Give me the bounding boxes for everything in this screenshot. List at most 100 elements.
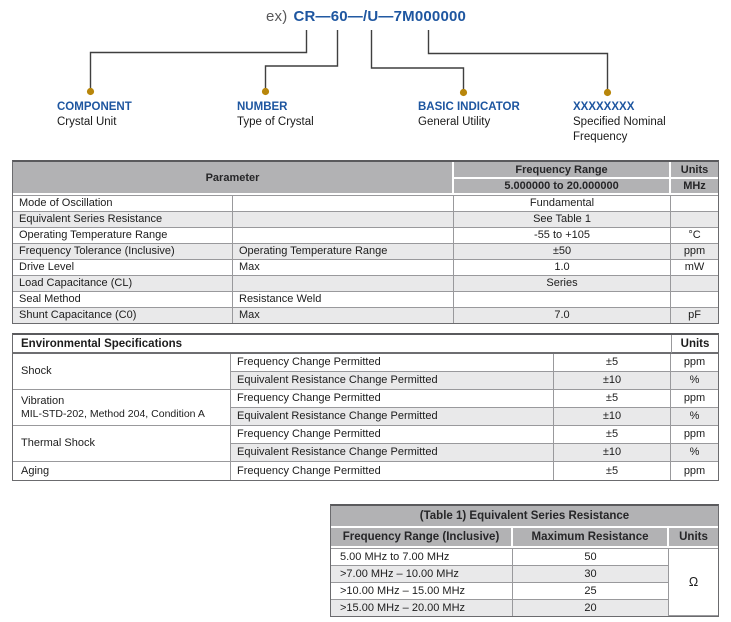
group-subname: MIL-STD-202, Method 204, Condition A: [21, 407, 205, 420]
unit-cell: %: [671, 444, 719, 462]
part-number-line: ex)CR—60—/U—7M000000: [266, 8, 466, 25]
test-cell: Frequency Change Permitted: [231, 390, 554, 408]
value-cell: ±10: [554, 408, 672, 426]
range-cell: 5.00 MHz to 7.00 MHz: [331, 548, 513, 566]
unit-cell: Ω: [669, 548, 718, 616]
condition-cell: [233, 276, 455, 292]
label-component: COMPONENT Crystal Unit: [57, 101, 182, 130]
table-row: Drive Level Max 1.0 mW: [13, 260, 719, 276]
group-shock: Shock: [13, 354, 231, 390]
condition-cell: Operating Temperature Range: [233, 244, 455, 260]
resistance-header: Maximum Resistance: [513, 528, 669, 548]
units-value: MHz: [671, 179, 719, 195]
unit-cell: [671, 292, 719, 308]
table-subheader-row: 5.000000 to 20.000000 MHz: [13, 179, 719, 195]
value-cell: ±5: [554, 390, 672, 408]
param-cell: Load Capacitance (CL): [13, 276, 233, 292]
value-cell: 7.0: [454, 308, 672, 323]
label-title: COMPONENT: [57, 101, 132, 113]
table-row: Load Capacitance (CL) Series: [13, 276, 719, 292]
unit-cell: pF: [671, 308, 719, 323]
label-subtitle: Crystal Unit: [57, 116, 117, 128]
param-cell: Shunt Capacitance (C0): [13, 308, 233, 323]
group-aging: Aging: [13, 462, 231, 480]
table-row: Equivalent Resistance Change Permitted ±…: [13, 408, 719, 426]
esr-title: (Table 1) Equivalent Series Resistance: [331, 506, 718, 528]
test-cell: Equivalent Resistance Change Permitted: [231, 372, 554, 390]
unit-cell: °C: [671, 228, 719, 244]
value-cell: ±50: [454, 244, 672, 260]
unit-cell: %: [671, 408, 719, 426]
unit-cell: [671, 195, 719, 212]
condition-cell: [233, 228, 455, 244]
param-cell: Frequency Tolerance (Inclusive): [13, 244, 233, 260]
range-cell: >7.00 MHz – 10.00 MHz: [331, 566, 513, 583]
connector-lines: [86, 30, 612, 97]
range-cell: >15.00 MHz – 20.00 MHz: [331, 600, 513, 616]
units-header: Units: [671, 335, 719, 354]
condition-cell: [233, 212, 455, 228]
label-basic-indicator: BASIC INDICATOR General Utility: [418, 101, 558, 130]
parameter-table: Parameter Frequency Range Units 5.000000…: [12, 160, 719, 324]
table-row: Vibration MIL-STD-202, Method 204, Condi…: [13, 390, 719, 426]
label-subtitle: Specified Nominal Frequency: [573, 116, 666, 143]
resistance-cell: 20: [513, 600, 669, 616]
environmental-table: Environmental Specifications Units Shock…: [12, 333, 719, 481]
table-row: Shock Frequency Change Permitted ±5 ppm: [13, 354, 719, 390]
table-row: Thermal Shock Frequency Change Permitted…: [13, 426, 719, 462]
table-row: >15.00 MHz – 20.00 MHz 20: [331, 600, 718, 616]
condition-cell: [233, 195, 455, 212]
unit-cell: ppm: [683, 464, 706, 477]
table-row: Shunt Capacitance (C0) Max 7.0 pF: [13, 308, 719, 323]
part-number: CR—60—/U—7M000000: [293, 8, 467, 25]
label-title: XXXXXXXX: [573, 101, 635, 113]
table-row: Seal Method Resistance Weld: [13, 292, 719, 308]
table-header-row: Parameter Frequency Range Units: [13, 162, 719, 195]
test-cell: Equivalent Resistance Change Permitted: [231, 444, 554, 462]
test-cell: Equivalent Resistance Change Permitted: [231, 408, 554, 426]
label-title: NUMBER: [237, 101, 288, 113]
part-number-diagram: ex)CR—60—/U—7M000000 COMPONENT Crystal U…: [0, 0, 731, 155]
table-row: >10.00 MHz – 15.00 MHz 25: [331, 583, 718, 600]
condition-cell: Resistance Weld: [233, 292, 455, 308]
value-cell: [454, 292, 672, 308]
condition-cell: Max: [233, 260, 455, 276]
value-cell: ±5: [554, 462, 672, 480]
unit-cell: ppm: [671, 354, 719, 372]
value-cell: ±5: [554, 354, 672, 372]
table-row: Equivalent Series Resistance See Table 1: [13, 212, 719, 228]
value-cell: ±10: [554, 372, 672, 390]
test-cell: Frequency Change Permitted: [231, 426, 554, 444]
label-subtitle: Type of Crystal: [237, 116, 314, 128]
value-cell: See Table 1: [454, 212, 672, 228]
unit-cell: [671, 276, 719, 292]
value-cell: ±5: [554, 426, 672, 444]
table-title-row: (Table 1) Equivalent Series Resistance: [331, 506, 718, 528]
param-cell: Operating Temperature Range: [13, 228, 233, 244]
table-row: Equivalent Resistance Change Permitted ±…: [13, 444, 719, 462]
resistance-cell: 25: [513, 583, 669, 600]
unit-cell: [671, 212, 719, 228]
group-name: Vibration: [21, 394, 65, 407]
range-cell: >10.00 MHz – 15.00 MHz: [331, 583, 513, 600]
param-cell: Equivalent Series Resistance: [13, 212, 233, 228]
table-header-row: Environmental Specifications Units: [13, 335, 719, 354]
condition-cell: Max: [233, 308, 455, 323]
table-row: Frequency Tolerance (Inclusive) Operatin…: [13, 244, 719, 260]
value-cell: Series: [454, 276, 672, 292]
units-header: Units: [671, 162, 719, 179]
table-header-row: Frequency Range (Inclusive) Maximum Resi…: [331, 528, 718, 548]
connector-dot: [86, 87, 612, 97]
units-header: Units: [669, 528, 718, 548]
param-cell: Mode of Oscillation: [13, 195, 233, 212]
label-number: NUMBER Type of Crystal: [237, 101, 372, 130]
unit-cell: ppm: [671, 426, 719, 444]
value-cell: ±10: [554, 444, 672, 462]
parameter-header: Parameter: [13, 162, 455, 195]
group-vibration: Vibration MIL-STD-202, Method 204, Condi…: [13, 390, 231, 426]
unit-cell: ppm: [671, 244, 719, 260]
value-cell: Fundamental: [454, 195, 672, 212]
resistance-cell: 50: [513, 548, 669, 566]
table-row: >7.00 MHz – 10.00 MHz 30: [331, 566, 718, 583]
